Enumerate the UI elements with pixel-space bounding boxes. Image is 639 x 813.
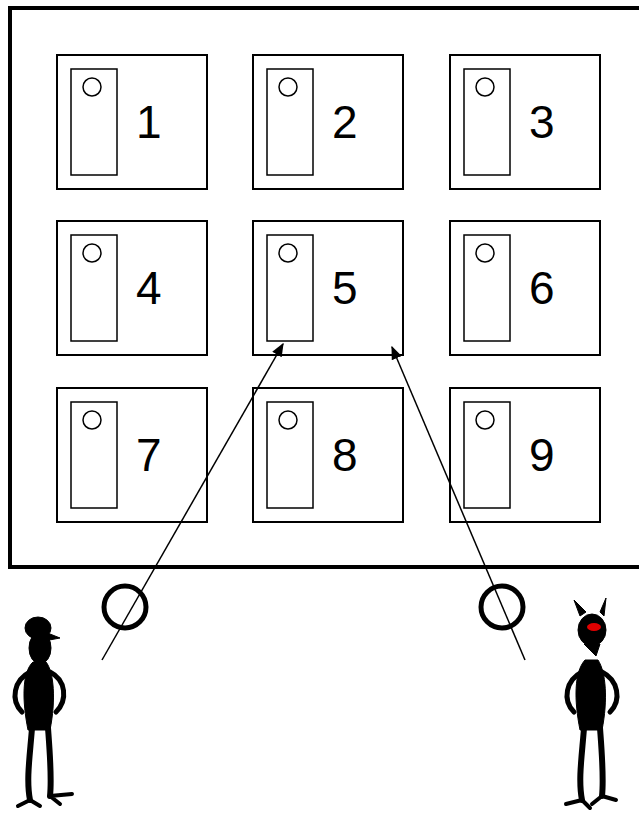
slot-rect — [267, 235, 313, 341]
slot-symbol — [58, 56, 128, 192]
slot-dot — [476, 78, 494, 96]
ring-symbol — [104, 586, 146, 628]
slot-rect — [71, 235, 117, 341]
slot-dot — [476, 244, 494, 262]
box-number: 8 — [332, 432, 358, 478]
slot-symbol — [451, 389, 521, 525]
slot-rect — [71, 402, 117, 508]
ring-symbol — [481, 586, 523, 628]
number-box: 5 — [252, 220, 404, 356]
slot-rect — [267, 402, 313, 508]
number-box: 3 — [449, 54, 601, 190]
slot-dot — [279, 411, 297, 429]
slot-dot — [83, 244, 101, 262]
box-number: 3 — [529, 99, 555, 145]
pointer-arrow — [392, 347, 525, 660]
box-number: 7 — [136, 432, 162, 478]
number-box: 8 — [252, 387, 404, 523]
slot-symbol — [451, 222, 521, 358]
slot-rect — [267, 69, 313, 175]
slot-symbol — [254, 222, 324, 358]
number-box: 6 — [449, 220, 601, 356]
box-number: 5 — [332, 265, 358, 311]
box-number: 2 — [332, 99, 358, 145]
person-figure — [15, 617, 72, 806]
slot-dot — [83, 411, 101, 429]
number-box: 1 — [56, 54, 208, 190]
box-number: 9 — [529, 432, 555, 478]
slot-symbol — [254, 56, 324, 192]
box-number: 1 — [136, 99, 162, 145]
number-box: 4 — [56, 220, 208, 356]
slot-dot — [476, 411, 494, 429]
box-number: 4 — [136, 265, 162, 311]
slot-dot — [279, 244, 297, 262]
slot-dot — [83, 78, 101, 96]
slot-rect — [71, 69, 117, 175]
slot-rect — [464, 402, 510, 508]
number-box: 9 — [449, 387, 601, 523]
slot-symbol — [451, 56, 521, 192]
slot-rect — [464, 69, 510, 175]
slot-symbol — [58, 389, 128, 525]
number-box: 2 — [252, 54, 404, 190]
slot-symbol — [58, 222, 128, 358]
board-frame — [10, 8, 639, 567]
slot-rect — [464, 235, 510, 341]
number-box: 7 — [56, 387, 208, 523]
box-number: 6 — [529, 265, 555, 311]
devil-figure — [566, 598, 617, 808]
slot-dot — [279, 78, 297, 96]
pointer-arrow — [102, 344, 283, 660]
slot-symbol — [254, 389, 324, 525]
